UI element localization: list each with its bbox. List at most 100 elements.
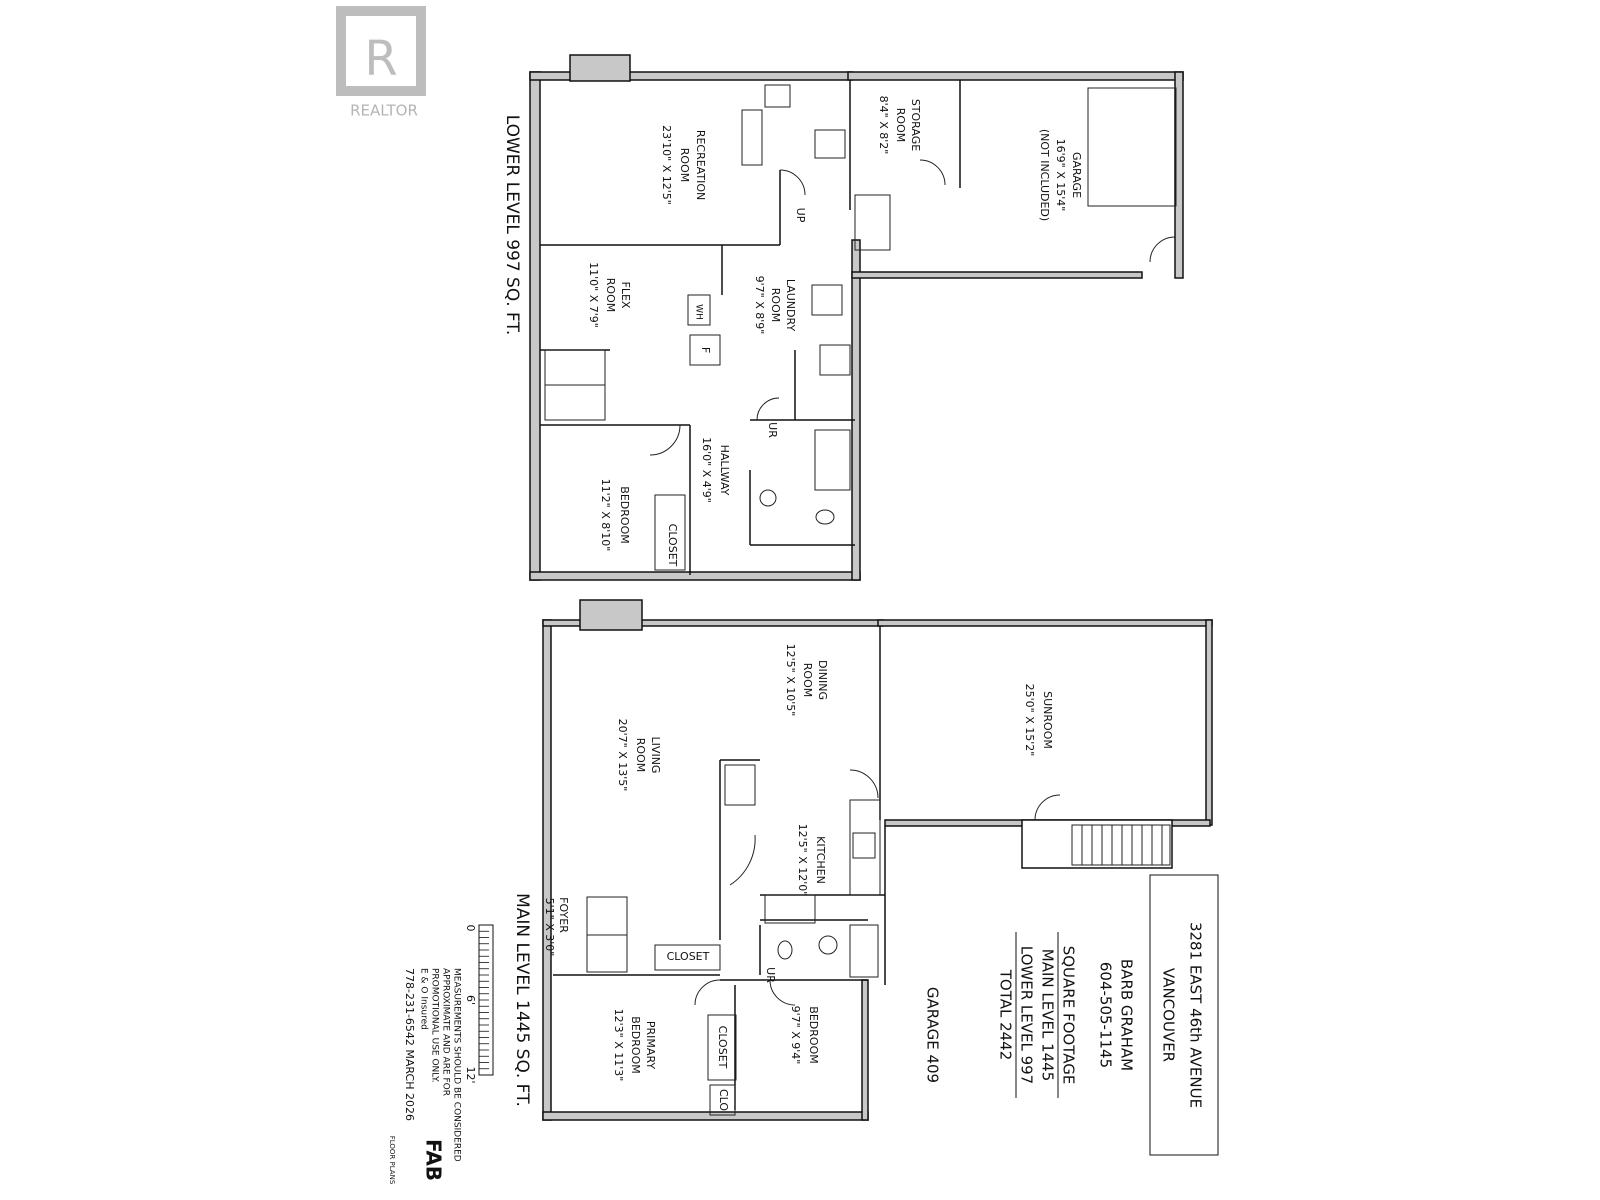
ur-label: UR <box>766 422 779 438</box>
disclaimer-line: APPROXIMATE AND ARE FOR <box>441 968 451 1096</box>
toilet <box>815 509 835 525</box>
closet-label-2: CLOSET <box>716 1026 729 1069</box>
room-laundry: LAUNDRY ROOM 9'7" X 8'9" <box>753 276 797 335</box>
room-flex: FLEX ROOM 11'0" X 7'9" <box>587 262 632 328</box>
toilet-main <box>777 940 793 960</box>
room-recreation: RECREATION ROOM 23'10" X 12'5" <box>660 125 707 205</box>
room-dims: 11'2" X 8'10" <box>599 479 612 552</box>
disclaimer: MEASUREMENTS SHOULD BE CONSIDERED APPROX… <box>403 968 462 1162</box>
sqft-main: MAIN LEVEL 1445 <box>1039 949 1057 1082</box>
room-name: STORAGE <box>909 99 922 151</box>
lower-level-title: LOWER LEVEL 997 SQ. FT. <box>502 115 522 336</box>
room-hallway: HALLWAY 16'0" X 4'9" <box>700 437 731 503</box>
room-note: (NOT INCLUDED) <box>1038 129 1051 221</box>
room-kitchen: KITCHEN 12'5" X 12'0" <box>796 824 827 897</box>
sunroom-stairs <box>1071 824 1171 866</box>
bath-sink-main <box>818 935 838 955</box>
room-name: LAUNDRY <box>784 279 797 332</box>
room-name2: ROOM <box>678 148 691 182</box>
city: VANCOUVER <box>1160 968 1178 1062</box>
disclaimer-line: PROMOTIONAL USE ONLY. <box>430 968 440 1083</box>
realtor-brand: REALTOR <box>350 102 418 120</box>
room-name2: ROOM <box>894 108 907 142</box>
room-name2: ROOM <box>769 288 782 322</box>
room-living: LIVING ROOM 20'7" X 13'5" <box>616 719 662 792</box>
main-level-plan <box>542 599 1213 1121</box>
fireplace <box>569 54 631 82</box>
main-level-labels: MAIN LEVEL 1445 SQ. FT. DINING ROOM 12'5… <box>512 644 1054 1112</box>
room-dims: 16'9" X 15'4" <box>1054 139 1067 212</box>
realtor-logo: R REALTOR <box>336 6 426 120</box>
room-dining: DINING ROOM 12'5" X 10'5" <box>784 644 829 717</box>
room-name2: ROOM <box>604 278 617 312</box>
room-name: DINING <box>816 660 829 700</box>
water-heater-label: WH <box>694 304 704 320</box>
up-label: UP <box>794 208 807 223</box>
room-dims: 9'7" X 8'9" <box>753 276 766 335</box>
kitchen-stove <box>764 894 816 924</box>
address: 3281 EAST 46th AVENUE <box>1187 922 1205 1108</box>
sink <box>819 344 851 376</box>
lower-level-plan <box>529 54 1184 581</box>
main-level-title: MAIN LEVEL 1445 SQ. FT. <box>512 893 532 1107</box>
room-name: FOYER <box>557 897 570 933</box>
room-dims: 9'7" X 9'4" <box>789 1006 802 1065</box>
room-bedroom-lower: BEDROOM 11'2" X 8'10" <box>599 479 631 552</box>
scale-label-0: 0 <box>464 925 477 932</box>
closet-label: CLOSET <box>666 524 679 567</box>
room-dims: 8'4" X 8'2" <box>877 96 890 155</box>
room-dims: 5'1" X 3'0" <box>543 898 556 957</box>
sqft-garage: GARAGE 409 <box>924 987 942 1083</box>
room-name2: ROOM <box>801 663 814 697</box>
closet-main <box>654 944 721 971</box>
room-dims: 25'0" X 15'2" <box>1023 684 1036 757</box>
bathtub <box>814 429 851 491</box>
room-storage: STORAGE ROOM 8'4" X 8'2" <box>877 96 922 155</box>
room-bedroom-main: BEDROOM 9'7" X 9'4" <box>789 1006 820 1065</box>
fireplace-main <box>579 599 643 631</box>
room-dims: 12'3" X 11'3" <box>612 1009 625 1082</box>
room-name: BEDROOM <box>807 1006 820 1063</box>
room-sunroom: SUNROOM 25'0" X 15'2" <box>1023 684 1054 757</box>
fab-floor-plans-logo: FAB FLOOR PLANS <box>388 1136 446 1185</box>
closet-label: CLOSET <box>667 950 710 963</box>
kitchenette-sink <box>764 84 791 108</box>
scale-label-6: 6' <box>464 995 477 1005</box>
disclaimer-line: MEASUREMENTS SHOULD BE CONSIDERED <box>452 968 462 1162</box>
stove <box>814 129 846 159</box>
room-name: GARAGE <box>1070 152 1083 198</box>
bathtub-main <box>849 924 879 978</box>
room-primary-bedroom: PRIMARY BEDROOM 12'3" X 11'3" <box>612 1009 657 1082</box>
room-dims: 11'0" X 7'9" <box>587 262 600 328</box>
room-garage: GARAGE 16'9" X 15'4" (NOT INCLUDED) <box>1038 129 1083 221</box>
room-name2: ROOM <box>634 738 647 772</box>
furnace-label: F <box>699 347 712 353</box>
lower-level-labels: LOWER LEVEL 997 SQ. FT. RECREATION ROOM … <box>502 96 1083 567</box>
room-name: KITCHEN <box>814 836 827 884</box>
sqft-heading: SQUARE FOOTAGE <box>1060 946 1078 1085</box>
scale-bar: 0 6' 12' <box>464 924 494 1084</box>
laundry-sink <box>811 284 843 316</box>
agent-phone: 604-505-1145 <box>1097 962 1115 1068</box>
disclaimer-contact-date: 778-231-6542 MARCH 2026 <box>403 968 416 1121</box>
room-name: HALLWAY <box>718 445 731 496</box>
ur-label: UR <box>764 967 777 983</box>
kitchen-sink <box>852 832 876 859</box>
fab-subtitle: FLOOR PLANS <box>388 1136 396 1185</box>
room-name: SUNROOM <box>1041 691 1054 749</box>
room-dims: 12'5" X 10'5" <box>784 644 797 717</box>
room-foyer: FOYER 5'1" X 3'0" <box>543 897 570 956</box>
room-dims: 20'7" X 13'5" <box>616 719 629 792</box>
fab-mark: FAB <box>422 1139 446 1181</box>
sqft-lower: LOWER LEVEL 997 <box>1018 946 1036 1084</box>
agent-name: BARB GRAHAM <box>1118 959 1136 1071</box>
room-dims: 23'10" X 12'5" <box>660 125 673 205</box>
room-name2: BEDROOM <box>629 1016 642 1073</box>
info-block: 3281 EAST 46th AVENUE VANCOUVER BARB GRA… <box>924 874 1219 1156</box>
disclaimer-line: E & O Insured <box>419 968 429 1030</box>
room-name: RECREATION <box>694 130 707 200</box>
sqft-total: TOTAL 2442 <box>997 969 1015 1061</box>
room-name: BEDROOM <box>618 486 631 543</box>
clo-label: CLO <box>717 1089 730 1111</box>
